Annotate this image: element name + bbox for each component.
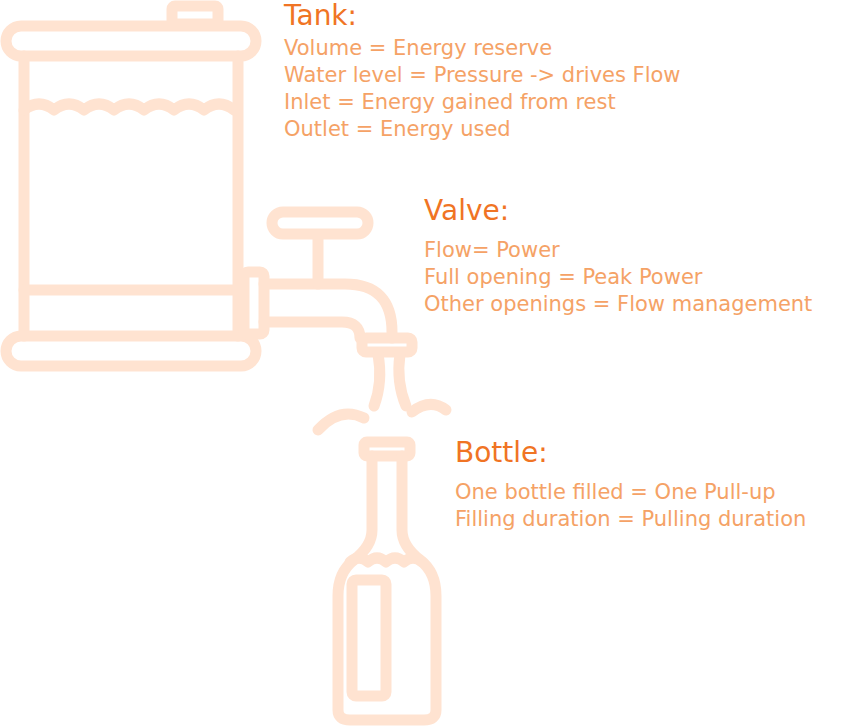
note-line: Filling duration = Pulling duration [455, 507, 806, 531]
note-line: One bottle filled = One Pull-up [455, 480, 776, 504]
tank-water-level [24, 104, 234, 110]
section-heading: Bottle: [455, 437, 548, 469]
bottle-label [352, 580, 386, 696]
bottle-outline [338, 456, 436, 720]
note-line: Inlet = Energy gained from rest [284, 90, 616, 114]
tank-lid [6, 26, 256, 56]
note-line: Volume = Energy reserve [284, 36, 552, 60]
note-line: Outlet = Energy used [284, 117, 511, 141]
water-splash [412, 404, 446, 412]
note-line: Water level = Pressure -> drives Flow [284, 63, 681, 87]
valve-stem [313, 236, 324, 284]
tank-band [24, 285, 238, 296]
section-heading: Tank: [284, 0, 357, 32]
note-line: Full opening = Peak Power [424, 265, 702, 289]
section-heading: Valve: [424, 195, 509, 227]
bottle-water-level [350, 558, 422, 562]
valve-handle [272, 212, 368, 234]
tank-base [6, 336, 256, 366]
water-splash [318, 414, 364, 430]
faucet-body [264, 322, 360, 338]
faucet-spout [362, 338, 412, 352]
note-line: Flow= Power [424, 238, 560, 262]
water-stream [399, 354, 406, 406]
note-line: Other openings = Flow management [424, 292, 812, 316]
water-stream [374, 354, 380, 406]
faucet-body [264, 284, 392, 338]
